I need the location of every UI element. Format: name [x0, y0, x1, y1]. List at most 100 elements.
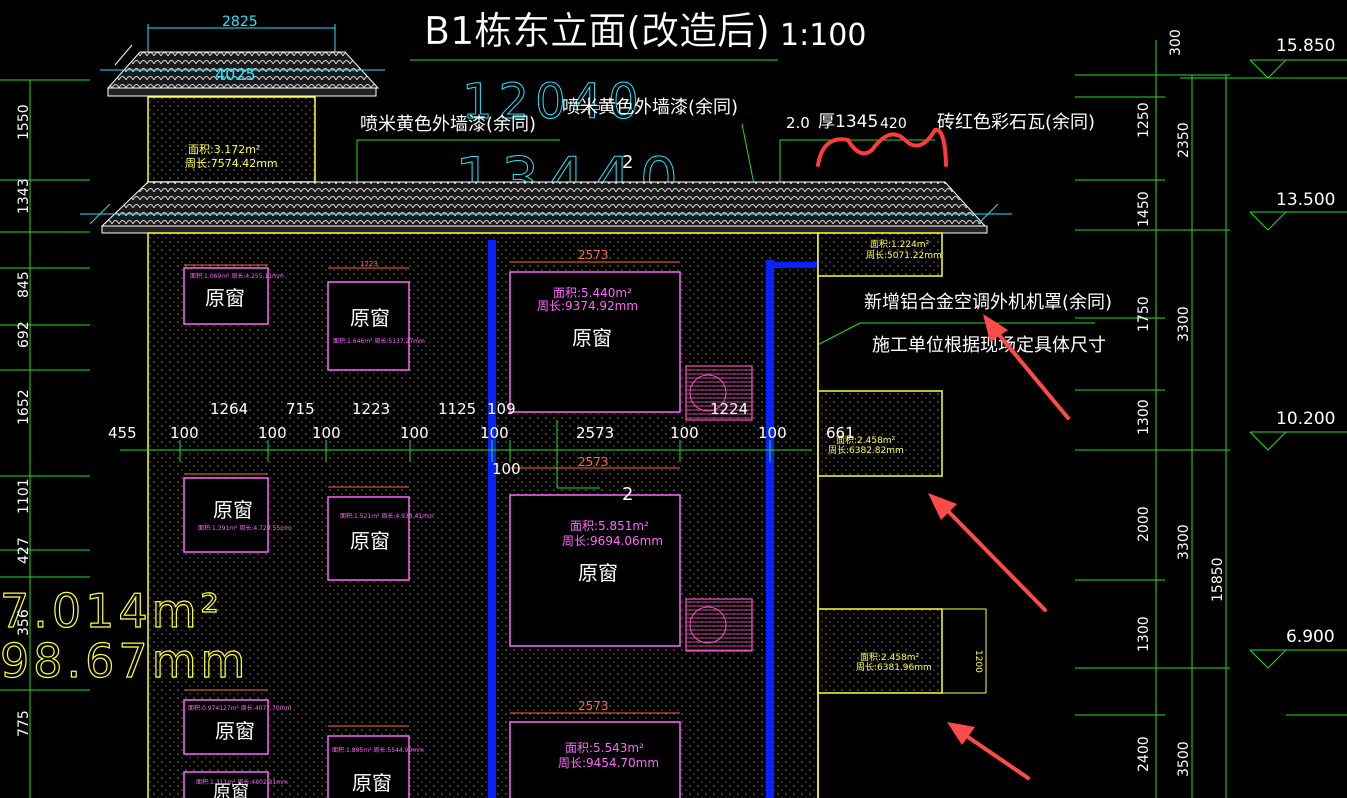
window-w2-row1-area: 面积:1.646m² 周长:5137.27mm — [333, 337, 425, 345]
red-arrow-3 — [947, 722, 1030, 780]
red-arrows — [928, 314, 1070, 780]
drawing-title: B1栋东立面(改造后) — [424, 9, 770, 53]
main-roof[interactable] — [80, 181, 1012, 234]
hdim2-100g: 100 — [758, 424, 787, 442]
ghost-dims: 12040 13440 2 — [455, 74, 679, 216]
ac-unit-row1[interactable] — [685, 365, 753, 421]
window-w3-row2-label: 原窗 — [578, 561, 618, 585]
window-w1-row4-label: 原窗 — [213, 782, 249, 798]
window-w3-row3-perim: 周长:9454.70mm — [558, 756, 659, 770]
window-w1-row1[interactable]: 面积:1.069m² 周长:4.255.11mm 原窗 — [183, 264, 284, 325]
dim-mark-2: 2 — [622, 484, 633, 505]
side-c-perim: 周长:6381.96mm — [856, 661, 932, 673]
window-w3-row2-area: 面积:5.851m² — [570, 519, 649, 533]
ldim-692: 692 — [16, 321, 32, 348]
rdim-total-15850: 15850 — [1210, 557, 1226, 602]
rdim-1300b: 1300 — [1136, 616, 1152, 652]
right-vertical-dims: 300 1250 1450 1750 1300 2000 1300 2400 2… — [1075, 29, 1230, 798]
tower-area: 面积:3.172m² — [188, 143, 260, 156]
rdim-1300a: 1300 — [1136, 399, 1152, 435]
level-markers: 15.850 13.500 10.200 6.900 — [1180, 36, 1347, 716]
drawing-scale: 1:100 — [780, 18, 866, 53]
red-arrow-1 — [983, 314, 1070, 420]
level-13500: 13.500 — [1249, 190, 1347, 231]
ldim-775: 775 — [16, 710, 32, 737]
window-w3-row3-dim: 2573 — [578, 699, 609, 713]
rdim2-3300b: 3300 — [1176, 524, 1192, 560]
level-10200-text: 10.200 — [1276, 409, 1335, 429]
window-w1-row2[interactable]: 原窗 面积:1.391m² 周长:4.729.55mm — [183, 473, 292, 553]
paint-note-1: 喷米黄色外墙漆(余同) — [360, 114, 536, 135]
rdim2-2350: 2350 — [1176, 122, 1192, 158]
rdim-2400: 2400 — [1136, 736, 1152, 772]
window-w1-row4-area: 面积:1.311m² 周长:4602.31mm — [196, 778, 288, 786]
window-w2-row1[interactable]: 1223 原窗 面积:1.646m² 周长:5137.27mm — [327, 260, 425, 371]
tower-width-dim: 2825 — [222, 14, 258, 30]
ldim-356: 356 — [16, 609, 32, 636]
window-w3-row3-area: 面积:5.543m² — [565, 741, 644, 755]
ac-unit-row2[interactable] — [685, 598, 753, 652]
ac-cover-note-2: 施工单位根据现场定具体尺寸 — [872, 335, 1106, 356]
ac-cover-note: 新增铝合金空调外机机罩(余同) — [864, 292, 1112, 313]
window-w3-row1-area: 面积:5.440m² — [553, 286, 632, 300]
window-w2-row2-area: 面积:1.521m² 周长:4.933.41mm — [340, 512, 434, 520]
windows[interactable]: 面积:1.069m² 周长:4.255.11mm 原窗 1223 原窗 面积:1… — [183, 248, 753, 798]
ldim-1343: 1343 — [16, 178, 32, 214]
tower-eave-dim: 4025 — [215, 65, 256, 84]
big-area-text: 7.014m² — [0, 584, 223, 638]
window-w2-row1-label: 原窗 — [350, 306, 390, 330]
side-a-perim: 周长:5071.22mm — [866, 249, 942, 261]
side-dim-1200: 1200 — [973, 650, 983, 673]
red-arrow-2 — [928, 493, 1047, 612]
hdim-1224: 1224 — [710, 400, 748, 418]
level-15850: 15.850 — [1180, 36, 1347, 79]
window-w3-row3[interactable]: 2573 面积:5.543m² 周长:9454.70mm — [509, 699, 681, 798]
window-w1-row1-area: 面积:1.069m² 周长:4.255.11mm — [190, 272, 284, 280]
ldim-1550: 1550 — [16, 104, 32, 140]
big-perim-text: 98.67mm — [0, 634, 249, 688]
hdim2-100b: 100 — [258, 424, 287, 442]
ghost-mark: 2 — [622, 152, 633, 173]
window-w1-row3-label: 原窗 — [215, 719, 255, 743]
tower-body[interactable]: 面积:3.172m² 周长:7574.42mm — [147, 96, 316, 183]
hdim-109: 109 — [487, 400, 516, 418]
rdim-300: 300 — [1168, 29, 1184, 56]
level-13500-text: 13.500 — [1276, 190, 1335, 210]
level-15850-text: 15.850 — [1276, 36, 1335, 56]
rdim2-3300a: 3300 — [1176, 306, 1192, 342]
hdim2-661: 661 — [826, 424, 855, 442]
roof-note-c: 420 — [880, 116, 907, 132]
tile-note: 砖红色彩石瓦(余同) — [937, 112, 1095, 133]
hdim2-100d: 100 — [400, 424, 429, 442]
hdim-715: 715 — [286, 400, 315, 418]
window-w3-row1[interactable]: 2573 面积:5.440m² 周长:9374.92mm 原窗 — [509, 248, 681, 413]
window-w1-row3[interactable]: 面积:0.974127m² 周长:4077.70mm 原窗 面积:1.311m²… — [183, 689, 291, 798]
side-b-perim: 周长:6382.82mm — [828, 444, 904, 456]
window-w1-row3-area: 面积:0.974127m² 周长:4077.70mm — [188, 704, 291, 712]
window-w2-row3[interactable]: 面积:1.895m² 周长:5544.99mm 原窗 — [327, 725, 424, 798]
window-w3-row2[interactable]: 2573 面积:5.851m² 周长:9694.06mm 原窗 — [509, 455, 681, 647]
rdim2-3500: 3500 — [1176, 741, 1192, 777]
window-w2-row2[interactable]: 面积:1.521m² 周长:4.933.41mm 原窗 — [327, 486, 434, 581]
side-boxes[interactable]: 面积:1.224m² 周长:5071.22mm 面积:2.458m² 周长:63… — [817, 232, 987, 798]
hdim2-100f: 100 — [670, 424, 699, 442]
left-vertical-dims: 1550 1343 845 692 1652 1101 427 356 775 — [0, 79, 90, 798]
level-10200: 10.200 — [1249, 409, 1347, 451]
ghost-dim-12040: 12040 — [462, 74, 645, 130]
hdim2-455: 455 — [108, 424, 137, 442]
hdim2-100a: 100 — [170, 424, 199, 442]
hdim2-100h: 100 — [492, 460, 521, 478]
rdim-1250: 1250 — [1136, 102, 1152, 138]
window-w3-row1-perim: 周长:9374.92mm — [537, 299, 638, 313]
window-w1-row1-label: 原窗 — [205, 286, 245, 310]
hdim2-100c: 100 — [312, 424, 341, 442]
window-w3-row2-dim: 2573 — [578, 455, 609, 469]
roof-note-b: 厚1345 — [818, 112, 878, 132]
hdim-1223: 1223 — [352, 400, 390, 418]
rdim-2000: 2000 — [1136, 506, 1152, 542]
title-block: B1栋东立面(改造后) 1:100 — [410, 9, 866, 61]
tower-perimeter: 周长:7574.42mm — [185, 157, 278, 170]
window-w1-row2-area: 面积:1.391m² 周长:4.729.55mm — [198, 524, 292, 532]
tower-roof[interactable]: 2825 4025 — [100, 14, 385, 97]
